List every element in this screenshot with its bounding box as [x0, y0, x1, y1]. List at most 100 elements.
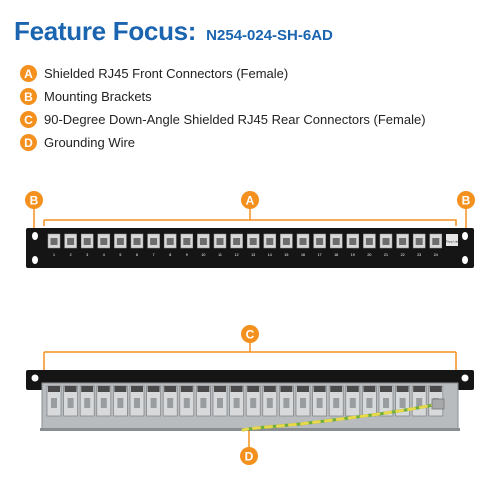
- port-number-label: 5: [119, 253, 121, 257]
- front-port: 7: [147, 233, 160, 257]
- rear-panel: [26, 370, 474, 431]
- front-port: 18: [329, 233, 343, 257]
- badge-c: C: [20, 111, 37, 128]
- front-port: 14: [263, 233, 277, 257]
- badge-b: B: [20, 88, 37, 105]
- rear-port: [129, 385, 145, 417]
- port-number-label: 16: [301, 253, 305, 257]
- front-port: 5: [114, 233, 127, 257]
- grounding-wire: [241, 398, 445, 432]
- feature-item-a: A Shielded RJ45 Front Connectors (Female…: [20, 62, 426, 85]
- callout-b-right-label: B: [462, 194, 471, 208]
- callout-b-left: B: [25, 191, 43, 209]
- port-number-label: 23: [417, 253, 421, 257]
- port-number-label: 1: [53, 253, 55, 257]
- rear-port: [146, 385, 161, 417]
- model-number: N254-024-SH-6AD: [206, 27, 333, 44]
- front-port: 10: [197, 233, 210, 257]
- rear-port: [212, 385, 228, 417]
- rear-port: [229, 385, 244, 417]
- front-port: 8: [163, 233, 177, 257]
- front-port: 21: [379, 233, 393, 257]
- rear-port: [96, 385, 112, 417]
- front-port: 3: [80, 233, 94, 257]
- callout-d-label: D: [245, 450, 254, 464]
- rear-port-group: [46, 385, 444, 417]
- port-number-label: 20: [367, 253, 371, 257]
- rear-port: [312, 385, 327, 417]
- rear-port: [196, 385, 211, 417]
- feature-text-a: Shielded RJ45 Front Connectors (Female): [44, 66, 289, 81]
- rear-port: [411, 385, 427, 417]
- port-number-label: 21: [384, 253, 388, 257]
- port-number-label: 11: [218, 253, 222, 257]
- rear-port: [63, 385, 78, 417]
- front-port: 2: [64, 233, 77, 257]
- front-port: 12: [230, 233, 243, 257]
- front-port: 17: [313, 233, 326, 257]
- port-number-label: 4: [103, 253, 105, 257]
- rear-port: [79, 385, 95, 417]
- front-port: 9: [180, 233, 194, 257]
- page-header: Feature Focus: N254-024-SH-6AD: [14, 16, 333, 47]
- port-number-label: 24: [434, 253, 438, 257]
- port-number-label: 22: [401, 253, 405, 257]
- port-number-label: 17: [318, 253, 322, 257]
- rear-port: [179, 385, 195, 417]
- port-number-label: 18: [334, 253, 338, 257]
- front-port: 4: [97, 233, 111, 257]
- feature-item-d: D Grounding Wire: [20, 131, 426, 154]
- port-number-label: 3: [86, 253, 88, 257]
- callout-a-label: A: [246, 194, 255, 208]
- front-port: 20: [363, 233, 376, 257]
- page-title: Feature Focus:: [14, 16, 197, 46]
- feature-item-c: C 90-Degree Down-Angle Shielded RJ45 Rea…: [20, 108, 426, 131]
- port-number-label: 6: [136, 253, 138, 257]
- port-number-label: 13: [251, 253, 255, 257]
- front-port: 24: [429, 233, 443, 257]
- feature-text-b: Mounting Brackets: [44, 89, 152, 104]
- port-number-label: 12: [235, 253, 239, 257]
- front-port: 11: [213, 233, 227, 257]
- port-number-label: 15: [284, 253, 288, 257]
- mount-hole-br: [462, 256, 468, 264]
- callout-b-left-label: B: [30, 194, 39, 208]
- port-number-label: 10: [201, 253, 205, 257]
- front-port: 15: [280, 233, 293, 257]
- feature-item-b: B Mounting Brackets: [20, 85, 426, 108]
- rear-port: [162, 385, 178, 417]
- front-port: 22: [396, 233, 409, 257]
- front-port: 19: [346, 233, 360, 257]
- port-number-label: 9: [186, 253, 188, 257]
- brand-logo: Tripp Lite: [446, 234, 459, 246]
- mount-hole-tr: [462, 232, 468, 240]
- rear-port: [113, 385, 128, 417]
- mount-hole-tl: [32, 232, 38, 240]
- port-number-label: 19: [351, 253, 355, 257]
- rear-port: [345, 385, 361, 417]
- front-port: 6: [130, 233, 144, 257]
- rear-port: [46, 385, 62, 417]
- port-number-label: 14: [268, 253, 272, 257]
- ground-lug: [431, 398, 445, 410]
- rear-port: [279, 385, 294, 417]
- callout-b-right: B: [457, 191, 475, 209]
- feature-text-d: Grounding Wire: [44, 135, 136, 150]
- rear-port: [295, 385, 311, 417]
- rear-port: [245, 385, 261, 417]
- callout-d: D: [240, 447, 258, 465]
- rear-port: [328, 385, 344, 417]
- rear-port: [362, 385, 377, 417]
- front-port: 16: [296, 233, 310, 257]
- feature-list: A Shielded RJ45 Front Connectors (Female…: [20, 62, 426, 154]
- port-number-label: 2: [70, 253, 72, 257]
- feature-text-c: 90-Degree Down-Angle Shielded RJ45 Rear …: [44, 112, 426, 127]
- port-number-label: 7: [153, 253, 155, 257]
- rear-hole-right: [461, 374, 469, 382]
- callout-a: A: [241, 191, 259, 209]
- badge-a: A: [20, 65, 37, 82]
- front-port: 1: [47, 233, 61, 257]
